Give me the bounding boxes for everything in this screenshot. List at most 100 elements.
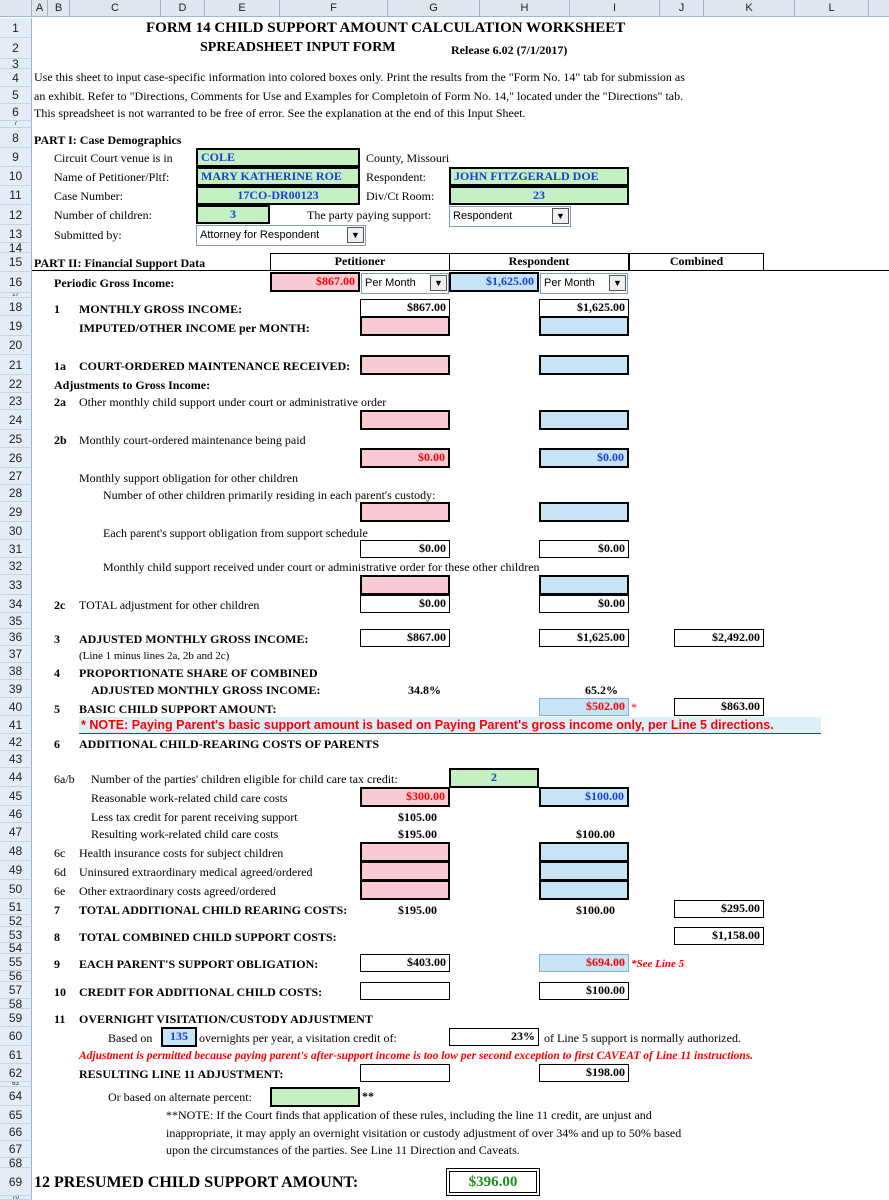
row-header-30[interactable]: 30	[0, 522, 32, 540]
row-header-55[interactable]: 55	[0, 954, 32, 971]
select-all-corner[interactable]	[0, 0, 32, 17]
uninsured-medical-respondent-input[interactable]	[539, 861, 629, 881]
row-header-22[interactable]: 22	[0, 375, 32, 393]
row-header-67[interactable]: 67	[0, 1141, 32, 1158]
row-header-45[interactable]: 45	[0, 787, 32, 806]
chevron-down-icon[interactable]: ▼	[347, 227, 364, 243]
row-header-39[interactable]: 39	[0, 680, 32, 698]
row-header-49[interactable]: 49	[0, 861, 32, 880]
overnights-input[interactable]: 135	[161, 1027, 197, 1047]
column-header-g[interactable]: G	[388, 0, 480, 17]
row-header-2[interactable]: 2	[0, 38, 32, 59]
row-header-16[interactable]: 16	[0, 272, 32, 293]
respondent-period-dropdown[interactable]: Per Month ▼	[540, 273, 628, 294]
petitioner-name-input[interactable]: MARY KATHERINE ROE	[196, 167, 360, 186]
childcare-costs-respondent-input[interactable]: $100.00	[539, 787, 629, 807]
row-header-11[interactable]: 11	[0, 186, 32, 205]
row-header-47[interactable]: 47	[0, 823, 32, 842]
row-header-9[interactable]: 9	[0, 148, 32, 167]
chevron-down-icon[interactable]: ▼	[430, 275, 447, 291]
row-header-48[interactable]: 48	[0, 842, 32, 861]
column-header-i[interactable]: I	[570, 0, 660, 17]
uninsured-medical-petitioner-input[interactable]	[360, 861, 450, 881]
support-received-respondent-input[interactable]	[539, 575, 629, 595]
row-header-37[interactable]: 37	[0, 646, 32, 663]
row-header-59[interactable]: 59	[0, 1009, 32, 1027]
row-header-43[interactable]: 43	[0, 751, 32, 768]
row-header-58[interactable]: 58	[0, 999, 32, 1009]
row-header-66[interactable]: 66	[0, 1124, 32, 1141]
row-header-62[interactable]: 62	[0, 1064, 32, 1082]
row-header-44[interactable]: 44	[0, 768, 32, 787]
column-header-m[interactable]: M	[869, 0, 889, 17]
row-header-34[interactable]: 34	[0, 595, 32, 613]
row-header-40[interactable]: 40	[0, 698, 32, 716]
column-header-h[interactable]: H	[480, 0, 570, 17]
row-header-64[interactable]: 64	[0, 1087, 32, 1106]
row-header-69[interactable]: 69	[0, 1168, 32, 1196]
row-header-41[interactable]: 41	[0, 716, 32, 734]
column-header-f[interactable]: F	[280, 0, 388, 17]
row-header-51[interactable]: 51	[0, 899, 32, 915]
row-header-4[interactable]: 4	[0, 69, 32, 87]
row-header-20[interactable]: 20	[0, 336, 32, 355]
line2a-petitioner-input[interactable]	[360, 410, 450, 430]
submitted-by-dropdown[interactable]: Attorney for Respondent ▼	[196, 225, 366, 246]
row-header-19[interactable]: 19	[0, 316, 32, 336]
row-header-54[interactable]: 54	[0, 943, 32, 954]
respondent-name-input[interactable]: JOHN FITZGERALD DOE	[449, 167, 629, 186]
support-received-petitioner-input[interactable]	[360, 575, 450, 595]
alternate-percent-input[interactable]	[270, 1087, 360, 1107]
petitioner-period-dropdown[interactable]: Per Month ▼	[361, 273, 449, 294]
column-header-d[interactable]: D	[161, 0, 205, 17]
column-header-a[interactable]: A	[32, 0, 48, 17]
row-header-10[interactable]: 10	[0, 167, 32, 186]
row-header-15[interactable]: 15	[0, 253, 32, 272]
row-header-3[interactable]: 3	[0, 59, 32, 69]
childcare-credit-children-input[interactable]: 2	[449, 768, 539, 788]
row-header-1[interactable]: 1	[0, 18, 32, 38]
chevron-down-icon[interactable]: ▼	[609, 275, 626, 291]
row-header-18[interactable]: 18	[0, 298, 32, 316]
row-header-61[interactable]: 61	[0, 1046, 32, 1064]
row-header-56[interactable]: 56	[0, 971, 32, 982]
row-header-6[interactable]: 6	[0, 104, 32, 121]
row-header-21[interactable]: 21	[0, 355, 32, 375]
row-header-23[interactable]: 23	[0, 393, 32, 410]
row-header-53[interactable]: 53	[0, 927, 32, 943]
row-header-7[interactable]: 7	[0, 121, 32, 128]
line2a-respondent-input[interactable]	[539, 410, 629, 430]
row-header-26[interactable]: 26	[0, 448, 32, 468]
row-header-28[interactable]: 28	[0, 485, 32, 502]
children-input[interactable]: 3	[196, 205, 270, 224]
health-insurance-respondent-input[interactable]	[539, 842, 629, 862]
row-header-46[interactable]: 46	[0, 806, 32, 823]
row-header-60[interactable]: 60	[0, 1027, 32, 1046]
row-header-33[interactable]: 33	[0, 575, 32, 595]
row-header-42[interactable]: 42	[0, 734, 32, 751]
row-header-13[interactable]: 13	[0, 225, 32, 243]
childcare-costs-petitioner-input[interactable]: $300.00	[360, 787, 450, 807]
petitioner-periodic-input[interactable]: $867.00	[270, 272, 360, 292]
chevron-down-icon[interactable]: ▼	[552, 208, 569, 224]
maintenance-received-respondent-input[interactable]	[539, 355, 629, 375]
row-header-57[interactable]: 57	[0, 982, 32, 999]
paying-party-dropdown[interactable]: Respondent ▼	[449, 206, 571, 227]
column-header-b[interactable]: B	[48, 0, 70, 17]
line2b-respondent-input[interactable]: $0.00	[539, 448, 629, 468]
row-header-52[interactable]: 52	[0, 915, 32, 927]
maintenance-received-petitioner-input[interactable]	[360, 355, 450, 375]
row-header-68[interactable]: 68	[0, 1158, 32, 1168]
venue-input[interactable]: COLE	[196, 148, 360, 167]
column-header-l[interactable]: L	[795, 0, 869, 17]
other-children-respondent-input[interactable]	[539, 502, 629, 522]
extraordinary-costs-respondent-input[interactable]	[539, 880, 629, 900]
case-number-input[interactable]: 17CO-DR00123	[196, 186, 360, 205]
row-header-24[interactable]: 24	[0, 410, 32, 430]
column-header-j[interactable]: J	[660, 0, 704, 17]
row-header-8[interactable]: 8	[0, 128, 32, 148]
extraordinary-costs-petitioner-input[interactable]	[360, 880, 450, 900]
row-header-5[interactable]: 5	[0, 87, 32, 104]
other-children-petitioner-input[interactable]	[360, 502, 450, 522]
row-header-32[interactable]: 32	[0, 558, 32, 575]
